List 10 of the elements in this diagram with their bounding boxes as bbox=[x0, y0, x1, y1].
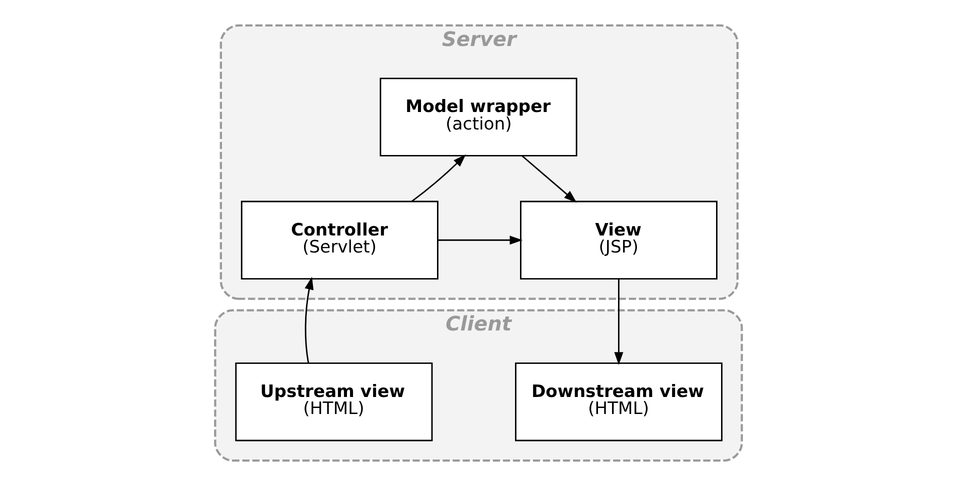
node-box: Upstream view (HTML) bbox=[235, 362, 433, 442]
node-box: Downstream view (HTML) bbox=[515, 362, 722, 442]
arrow bbox=[522, 155, 577, 203]
arrow bbox=[438, 236, 523, 245]
arrow bbox=[614, 278, 624, 366]
node-box: View (JSP) bbox=[520, 200, 718, 280]
arrow bbox=[411, 154, 466, 202]
node-box: Model wrapper (action) bbox=[380, 78, 578, 156]
node-box: Controller (Servlet) bbox=[240, 200, 438, 280]
arrow bbox=[304, 276, 314, 363]
